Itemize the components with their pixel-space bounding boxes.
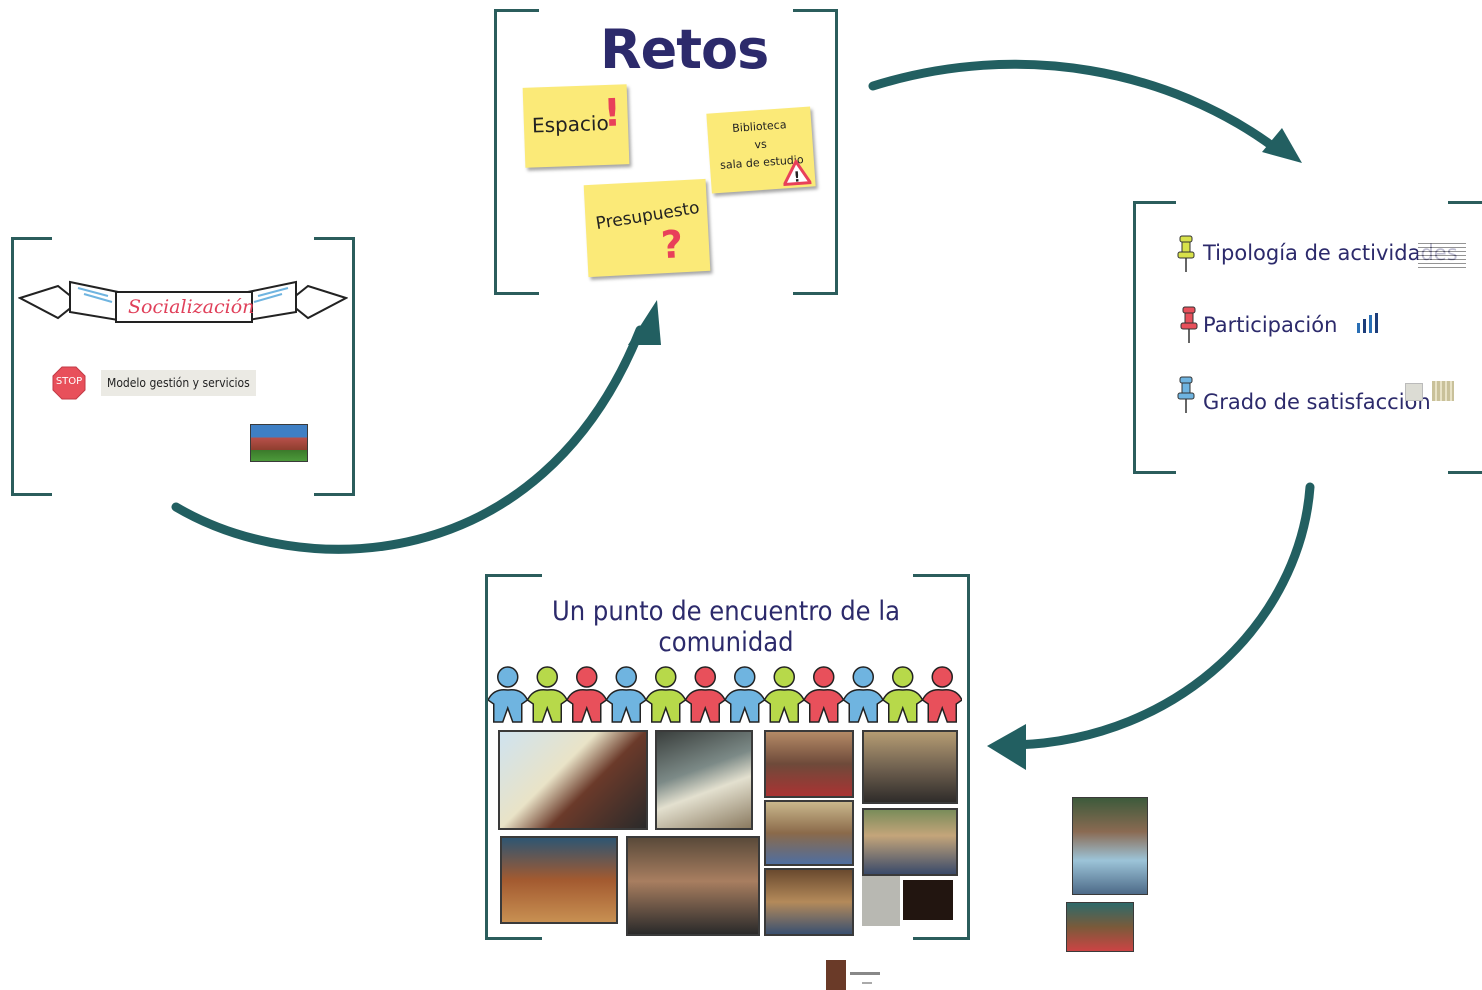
- survey-thumbnail: [1405, 383, 1423, 401]
- person-figure: [763, 666, 805, 723]
- comunidad-title: Un punto de encuentro de la comunidad: [552, 596, 900, 658]
- arrowhead-comunidad: [987, 724, 1026, 770]
- sticky-presupuesto: Presupuesto ?: [583, 178, 711, 278]
- sticky-espacio-label: Espacio: [531, 110, 610, 138]
- satisfaccion-label: Grado de satisfacción: [1203, 390, 1431, 414]
- photo-workshop: [764, 800, 854, 866]
- document-thumbnail-line: [850, 972, 880, 975]
- person-figure: [842, 666, 884, 723]
- photo-audience-1: [764, 730, 854, 798]
- retos-bracket-left: [494, 9, 539, 295]
- participacion-label: Participación: [1203, 313, 1338, 337]
- arrowhead-evaluacion: [1262, 128, 1302, 163]
- photo-group-portrait: [626, 836, 760, 936]
- stop-sign-label: STOP: [55, 376, 83, 387]
- photo-group-event: [862, 730, 958, 804]
- question-mark-icon: ?: [659, 222, 685, 268]
- socializacion-bracket-left: [11, 237, 52, 496]
- sticky-espacio: Espacio !: [522, 84, 630, 168]
- photo-children-water: [1072, 797, 1148, 895]
- exclamation-icon: !: [602, 90, 622, 136]
- photo-children-library: [1066, 902, 1134, 952]
- evaluacion-bracket-right: [1448, 201, 1482, 474]
- books-thumbnail: [1432, 381, 1454, 401]
- evaluacion-bracket-left: [1133, 201, 1176, 474]
- photo-children-reading: [764, 868, 854, 936]
- comunidad-bracket-left: [485, 574, 542, 940]
- socializacion-title: Socialización: [128, 296, 255, 318]
- photo-dark-placeholder: [903, 880, 953, 920]
- pushpin-red-icon: [1180, 306, 1198, 343]
- person-figure: [526, 666, 568, 723]
- person-figure: [803, 666, 845, 723]
- comunidad-bracket-right: [913, 574, 970, 940]
- document-thumbnail: [826, 960, 846, 990]
- person-figure: [921, 666, 962, 723]
- photo-library-room: [500, 836, 618, 924]
- modelo-gestion-tag: Modelo gestión y servicios: [101, 370, 256, 396]
- sticky-presupuesto-label: Presupuesto: [594, 197, 701, 235]
- arrow-retos-to-evaluacion: [868, 59, 1280, 153]
- pushpin-blue-icon: [1177, 376, 1195, 413]
- retos-title: Retos: [600, 18, 769, 81]
- people-chain-illustration: [488, 666, 962, 723]
- person-figure: [724, 666, 766, 723]
- arrow-evaluacion-to-comunidad: [1010, 482, 1315, 750]
- photo-grey-placeholder: [862, 876, 900, 926]
- retos-bracket-right: [793, 9, 838, 295]
- person-figure: [488, 666, 529, 723]
- photo-family: [498, 730, 648, 830]
- ribbon-banner: [18, 280, 348, 323]
- arrow-socializacion-to-retos: [171, 325, 645, 554]
- photo-speaker: [655, 730, 753, 830]
- person-figure: [605, 666, 647, 723]
- building-photo: [250, 424, 308, 462]
- document-thumbnail-line-2: [862, 982, 872, 984]
- person-figure: [882, 666, 924, 723]
- svg-text:!: !: [793, 169, 800, 185]
- tipologia-label: Tipología de actividades: [1203, 241, 1458, 265]
- sticky-biblioteca: Biblioteca vs sala de estudio !: [706, 106, 816, 194]
- person-figure: [645, 666, 687, 723]
- person-figure: [684, 666, 726, 723]
- pushpin-yellow-icon: [1177, 235, 1195, 272]
- person-figure: [566, 666, 608, 723]
- bar-chart-icon: [1357, 313, 1378, 333]
- photo-classroom: [862, 808, 958, 876]
- socializacion-bracket-right: [314, 237, 355, 496]
- schedule-thumbnail: [1418, 240, 1466, 268]
- stop-sign-icon: STOP: [52, 366, 86, 400]
- arrowhead-retos: [628, 300, 661, 345]
- warning-icon: !: [781, 158, 812, 187]
